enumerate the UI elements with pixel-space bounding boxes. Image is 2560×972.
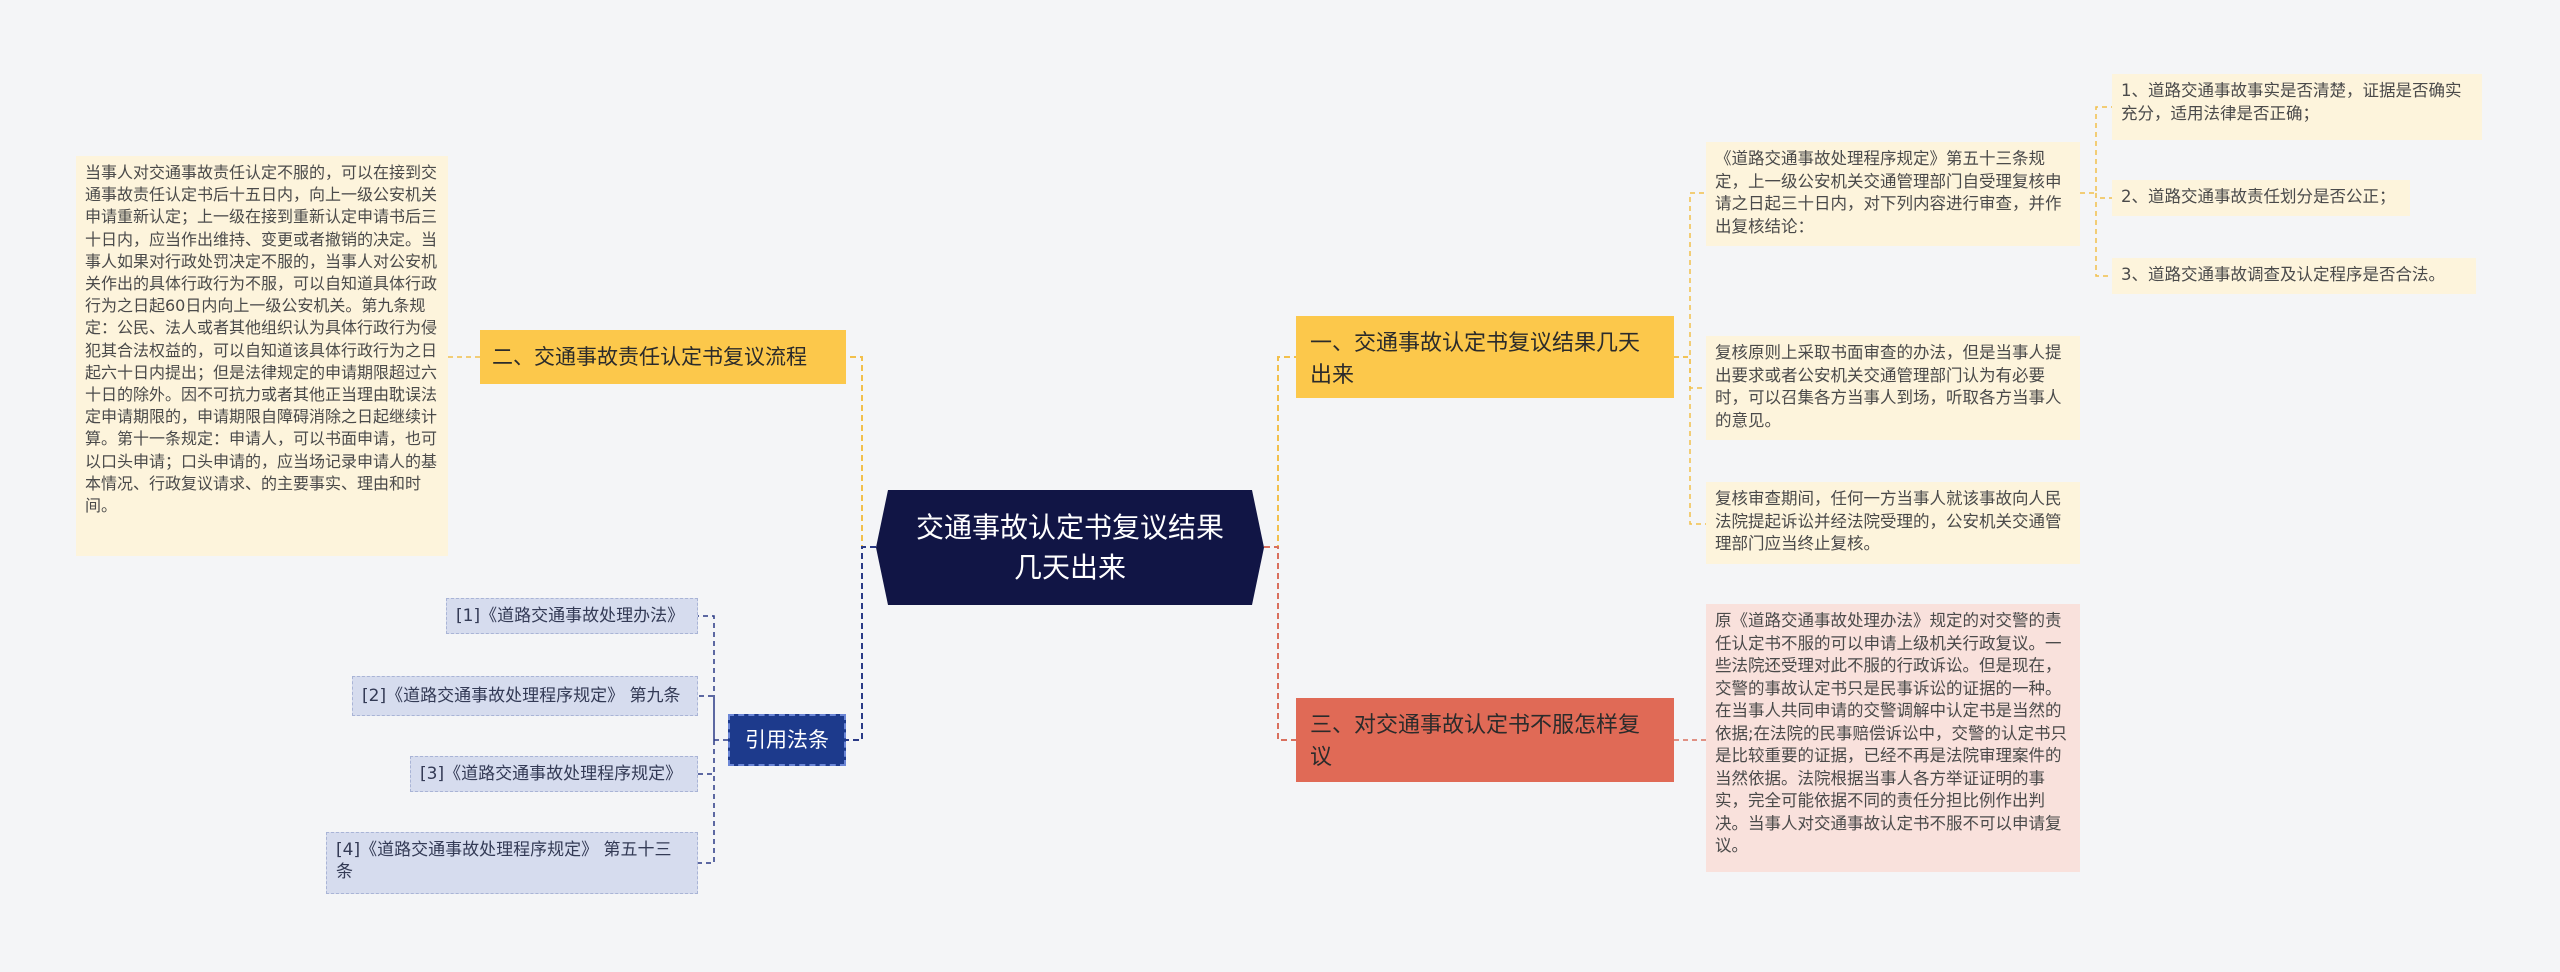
citation-item-3[interactable]: [3]《道路交通事故处理程序规定》 xyxy=(410,756,698,792)
leaf-condition-1[interactable]: 1、道路交通事故事实是否清楚，证据是否确实充分，适用法律是否正确； xyxy=(2112,74,2482,140)
leaf-review-rule-text: 《道路交通事故处理程序规定》第五十三条规定，上一级公安机关交通管理部门自受理复核… xyxy=(1715,149,2062,236)
branch-review-process[interactable]: 二、交通事故责任认定书复议流程 xyxy=(480,330,846,384)
leaf-condition-2[interactable]: 2、道路交通事故责任划分是否公正； xyxy=(2112,180,2410,216)
link-root-branch3 xyxy=(1264,546,1296,741)
citation-item-4-text: [4]《道路交通事故处理程序规定》 第五十三条 xyxy=(336,840,672,882)
leaf-review-principle[interactable]: 复核原则上采取书面审查的办法，但是当事人提出要求或者公安机关交通管理部门认为有必… xyxy=(1706,336,2080,440)
citation-item-4[interactable]: [4]《道路交通事故处理程序规定》 第五十三条 xyxy=(326,832,698,894)
leaf-review-termination-text: 复核审查期间，任何一方当事人就该事故向人民法院提起诉讼并经法院受理的，公安机关交… xyxy=(1715,489,2062,553)
branch-citations[interactable]: 引用法条 xyxy=(728,714,846,766)
branch-citations-title: 引用法条 xyxy=(745,728,829,752)
link-intro-conditions xyxy=(2080,106,2112,277)
link-branch1-termination xyxy=(1674,356,1706,525)
leaf-disagree-detail-text: 原《道路交通事故处理办法》规定的对交警的责任认定书不服的可以申请上级机关行政复议… xyxy=(1715,611,2068,855)
link-root-branch1 xyxy=(1264,356,1296,548)
leaf-disagree-detail[interactable]: 原《道路交通事故处理办法》规定的对交警的责任认定书不服的可以申请上级机关行政复议… xyxy=(1706,604,2080,872)
citation-item-2[interactable]: [2]《道路交通事故处理程序规定》 第九条 xyxy=(352,676,698,716)
citation-item-3-text: [3]《道路交通事故处理程序规定》 xyxy=(420,764,683,784)
leaf-review-process-detail-text: 当事人对交通事故责任认定不服的，可以在接到交通事故责任认定书后十五日内，向上一级… xyxy=(85,163,438,516)
citation-item-1[interactable]: [1]《道路交通事故处理办法》 xyxy=(446,598,698,634)
citation-item-1-text: [1]《道路交通事故处理办法》 xyxy=(456,606,685,626)
root-title: 交通事故认定书复议结果几天出来 xyxy=(915,510,1224,584)
leaf-condition-3[interactable]: 3、道路交通事故调查及认定程序是否合法。 xyxy=(2112,258,2476,294)
branch-disagree-review-title: 三、对交通事故认定书不服怎样复议 xyxy=(1310,713,1641,770)
citation-item-2-text: [2]《道路交通事故处理程序规定》 第九条 xyxy=(362,686,681,706)
branch-result-days[interactable]: 一、交通事故认定书复议结果几天出来 xyxy=(1296,316,1674,398)
root-topic[interactable]: 交通事故认定书复议结果几天出来 xyxy=(876,490,1264,605)
link-branch1-intro xyxy=(1674,192,1706,358)
link-root-branch2 xyxy=(846,356,876,548)
leaf-review-rule[interactable]: 《道路交通事故处理程序规定》第五十三条规定，上一级公安机关交通管理部门自受理复核… xyxy=(1706,142,2080,246)
leaf-condition-3-text: 3、道路交通事故调查及认定程序是否合法。 xyxy=(2121,265,2445,284)
leaf-review-termination[interactable]: 复核审查期间，任何一方当事人就该事故向人民法院提起诉讼并经法院受理的，公安机关交… xyxy=(1706,482,2080,564)
branch-review-process-title: 二、交通事故责任认定书复议流程 xyxy=(492,345,807,369)
leaf-condition-1-text: 1、道路交通事故事实是否清楚，证据是否确实充分，适用法律是否正确； xyxy=(2121,81,2462,123)
leaf-review-process-detail[interactable]: 当事人对交通事故责任认定不服的，可以在接到交通事故责任认定书后十五日内，向上一级… xyxy=(76,156,448,556)
leaf-review-principle-text: 复核原则上采取书面审查的办法，但是当事人提出要求或者公安机关交通管理部门认为有必… xyxy=(1715,343,2062,430)
branch-disagree-review[interactable]: 三、对交通事故认定书不服怎样复议 xyxy=(1296,698,1674,782)
link-citations-items xyxy=(698,615,728,864)
link-root-citations xyxy=(846,546,876,741)
branch-result-days-title: 一、交通事故认定书复议结果几天出来 xyxy=(1310,331,1641,388)
leaf-condition-2-text: 2、道路交通事故责任划分是否公正； xyxy=(2121,187,2396,206)
